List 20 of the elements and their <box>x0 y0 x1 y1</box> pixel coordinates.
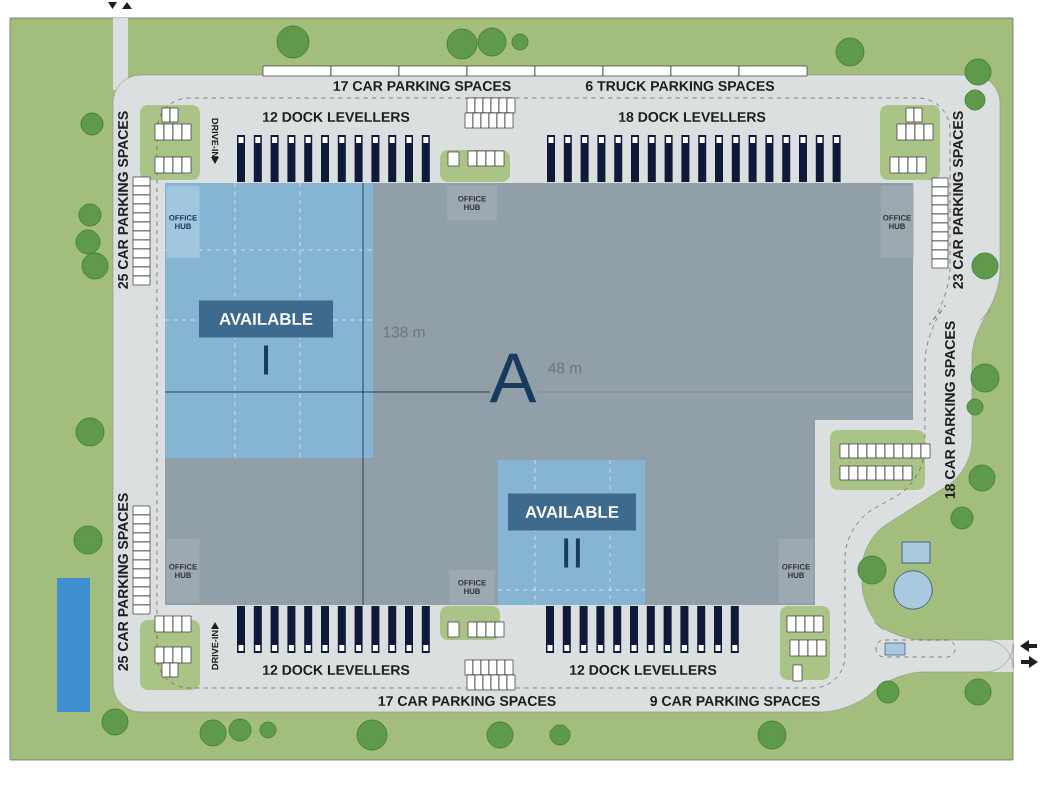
area-label: 17 CAR PARKING SPACES <box>378 696 556 706</box>
area-label: 6 TRUCK PARKING SPACES <box>585 81 775 91</box>
unit-area <box>497 459 646 606</box>
status-badge: AVAILABLE <box>508 493 636 531</box>
area-label: 9 CAR PARKING SPACES <box>650 696 820 706</box>
drive-in-label: DRIVE-IN <box>211 118 219 158</box>
area-label: 25 CAR PARKING SPACES <box>118 111 128 289</box>
area-label: 12 DOCK LEVELLERS <box>263 665 410 675</box>
area-label: 18 DOCK LEVELLERS <box>619 112 766 122</box>
area-label: 17 CAR PARKING SPACES <box>333 81 511 91</box>
unit-numeral: II <box>564 538 580 568</box>
area-label: 25 CAR PARKING SPACES <box>118 493 128 671</box>
area-label: 12 DOCK LEVELLERS <box>263 112 410 122</box>
unit-area <box>164 182 374 459</box>
unit-numeral: I <box>264 345 268 375</box>
area-label: 12 DOCK LEVELLERS <box>570 665 717 675</box>
area-label: 18 CAR PARKING SPACES <box>945 321 955 499</box>
status-badge: AVAILABLE <box>199 300 333 338</box>
drive-in-label: DRIVE-IN <box>211 630 219 670</box>
area-label: 23 CAR PARKING SPACES <box>953 111 963 289</box>
